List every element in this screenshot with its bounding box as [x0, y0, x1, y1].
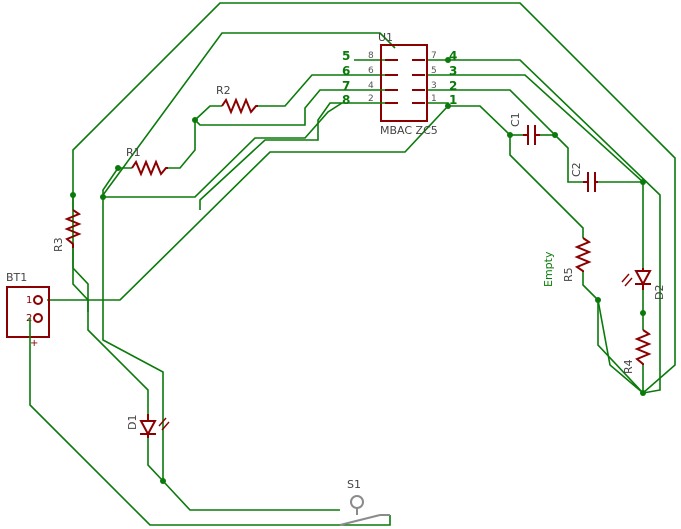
r4-zigzag — [634, 329, 652, 365]
junction-pin4 — [445, 57, 451, 63]
d2-triangle — [634, 270, 652, 287]
junction-c1-left — [507, 132, 513, 138]
junction-s1 — [160, 478, 166, 484]
r2-ref-label: R2 — [216, 84, 231, 97]
u1-pinnum-right-4: 1 — [431, 94, 437, 104]
d1-triangle — [139, 420, 157, 437]
bt1-terminal-2 — [33, 313, 43, 323]
wire-bottom — [29, 340, 391, 526]
u1-body — [380, 44, 428, 122]
junction-pin1 — [445, 103, 451, 109]
junction-r2 — [192, 117, 198, 123]
c2-capacitor[interactable]: C2 — [570, 162, 598, 192]
wire-u1-pin4 — [428, 59, 661, 394]
wire-bt1-to-u1 — [47, 105, 449, 301]
bt1-ref-label: BT1 — [6, 271, 27, 284]
u1-pinnum-left-3: 4 — [368, 81, 374, 91]
u1-pinnum-right-1: 7 — [431, 51, 437, 61]
wire-r1-net — [103, 102, 343, 198]
r1-zigzag — [131, 159, 168, 177]
c1-capacitor[interactable]: C1 — [509, 112, 540, 145]
wire-r1-right — [168, 120, 196, 169]
r4-ref-label: R4 — [622, 359, 635, 374]
bt1-pin2-label: 2 — [26, 313, 32, 324]
d1-arrow-2 — [161, 421, 170, 431]
junction-left — [100, 194, 106, 200]
wire-left-inner — [102, 324, 164, 481]
s1-contact — [339, 514, 381, 526]
bt1-body — [6, 286, 50, 338]
r5-ref-label: R5 — [562, 267, 575, 282]
junction-r4 — [640, 310, 646, 316]
d1-led[interactable]: D1 — [126, 414, 170, 438]
junction-c1-right — [552, 132, 558, 138]
wire-r2-right — [258, 74, 342, 107]
u1-pinnum-right-3: 3 — [431, 81, 437, 91]
junction-r1 — [115, 165, 121, 171]
junctions — [70, 57, 646, 484]
s1-button-cap — [350, 495, 364, 509]
d2-arrow-2 — [621, 273, 630, 283]
r2-resistor[interactable]: R2 — [216, 84, 258, 115]
wire-outer-loop — [72, 2, 676, 395]
wire-d1-to-s1 — [147, 438, 340, 511]
bt1-terminal-1 — [33, 295, 43, 305]
u1-net-left-2: 6 — [342, 64, 350, 78]
bt1-pin1-label: 1 — [26, 295, 32, 306]
r2-zigzag — [221, 97, 258, 115]
wire-u1-pin8 — [199, 102, 342, 210]
u1-pinnum-right-2: 5 — [431, 66, 437, 76]
u1-net-right-4: 1 — [449, 93, 457, 107]
s1-ref-label: S1 — [347, 478, 361, 491]
wire-c1-to-r5 — [509, 135, 584, 238]
s1-switch[interactable]: S1 — [339, 478, 390, 526]
wire-u1-pin3 — [428, 74, 644, 183]
u1-net-right-2: 3 — [449, 64, 457, 78]
r3-zigzag — [64, 209, 82, 248]
junction-r5 — [595, 297, 601, 303]
c1-ref-label: C1 — [509, 112, 522, 127]
r5-value-label: Empty — [542, 251, 555, 287]
d2-arrow-1 — [624, 277, 633, 287]
bt1-battery[interactable]: BT1 1 2 + — [6, 271, 50, 349]
wire-c1-to-c2 — [554, 134, 583, 183]
wire-r1-left — [102, 167, 132, 197]
wire-second-loop — [102, 32, 396, 324]
wire-r3-to-d1 — [72, 248, 149, 414]
u1-net-left-4: 8 — [342, 93, 350, 107]
r5-resistor[interactable]: R5 Empty — [542, 237, 592, 287]
r1-ref-label: R1 — [126, 146, 141, 159]
junction-c2 — [640, 179, 646, 185]
u1-pinnum-left-2: 6 — [368, 66, 374, 76]
r1-resistor[interactable]: R1 — [126, 146, 168, 177]
wire-u1-pin7 — [194, 89, 342, 126]
d1-arrow-1 — [158, 417, 167, 427]
d2-ref-label: D2 — [653, 285, 666, 300]
wires — [29, 2, 676, 526]
u1-ref-label: U1 — [378, 31, 393, 44]
d2-led[interactable]: D2 — [621, 268, 666, 300]
wire-u1-pin2 — [428, 89, 556, 136]
r3-resistor[interactable]: R3 — [52, 195, 82, 252]
u1-pinnum-left-4: 2 — [368, 94, 374, 104]
u1-net-left-3: 7 — [342, 79, 350, 93]
u1-net-right-1: 4 — [449, 49, 457, 63]
d1-ref-label: D1 — [126, 415, 139, 430]
u1-net-right-3: 2 — [449, 79, 457, 93]
r4-resistor[interactable]: R4 — [622, 329, 652, 374]
u1-value-label: MBAC ZC5 — [380, 124, 438, 137]
r5-zigzag — [574, 237, 592, 272]
junction-bottom-right — [640, 390, 646, 396]
c2-ref-label: C2 — [570, 162, 583, 177]
r3-ref-label: R3 — [52, 237, 65, 252]
bt1-plus-label: + — [30, 338, 38, 349]
u1-pinnum-left-1: 8 — [368, 51, 374, 61]
u1-component[interactable]: U1 MBAC ZC5 5 6 7 8 8 6 4 2 7 5 3 1 4 3 … — [342, 31, 457, 137]
u1-net-left-1: 5 — [342, 49, 350, 63]
wire-u1-pin1 — [428, 102, 511, 136]
wire-r2-net — [194, 105, 222, 121]
